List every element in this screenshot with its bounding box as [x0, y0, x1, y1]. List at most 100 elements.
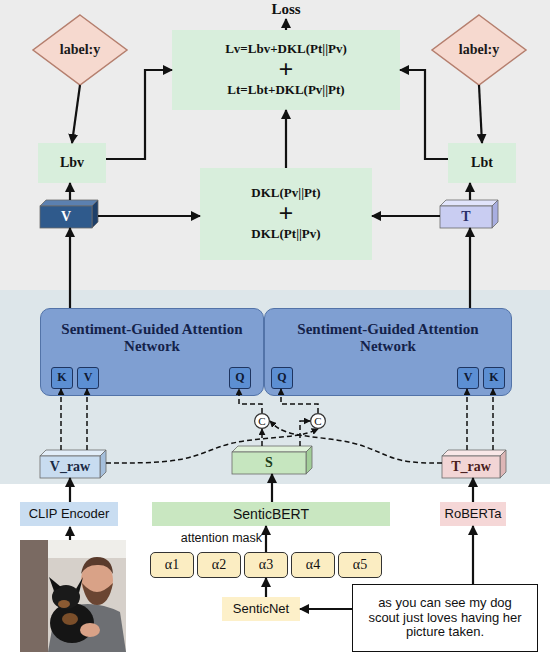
- encoder-box: RoBERTa: [440, 502, 506, 526]
- attention-weight-box: α2: [197, 552, 241, 578]
- node-text: Lbv: [60, 155, 84, 171]
- node-text: as you can see my dog scout just loves h…: [361, 596, 529, 641]
- connector: [106, 70, 172, 159]
- node-text-group: DKL(Pv||Pt)+DKL(Pt||Pv): [200, 168, 372, 260]
- cuboid-top: [440, 200, 498, 206]
- node-text: V: [84, 371, 93, 385]
- cuboid-front: [232, 452, 306, 474]
- image-arrow: [69, 527, 71, 540]
- node-text-group: SenticNet: [222, 597, 300, 621]
- node-text: V_raw: [50, 459, 90, 475]
- node-text-group: C: [310, 413, 326, 429]
- photo-hair: [81, 557, 113, 574]
- kqv-box: K: [483, 367, 505, 389]
- node-text: Q: [235, 371, 244, 385]
- concat-circle: C: [310, 413, 326, 429]
- node-text-group: Q: [230, 368, 250, 388]
- photo-dog-snout: [58, 600, 70, 608]
- photo-shirt: [48, 604, 126, 652]
- attention-weight-box: α1: [150, 552, 194, 578]
- photo-beard: [82, 583, 113, 605]
- connector: [469, 228, 471, 308]
- connector: [69, 478, 71, 502]
- node-text-group: T: [440, 200, 498, 228]
- node-text-group: S: [232, 446, 312, 474]
- node-text: label:y: [459, 42, 499, 58]
- cuboid-side: [100, 450, 106, 478]
- kqv-box: Q: [271, 367, 293, 389]
- node-text: DKL(Pt||Pv): [251, 227, 320, 242]
- photo-hand: [80, 623, 100, 637]
- connector: [265, 526, 267, 552]
- connector: [469, 183, 471, 200]
- cuboid-front: [442, 456, 500, 478]
- cuboid-front: [40, 456, 100, 478]
- connector: [472, 526, 474, 584]
- input-text-box: as you can see my dog scout just loves h…: [352, 584, 538, 652]
- fusion-band: [0, 290, 550, 484]
- node-text: Lt=Lbt+DKL(Pv||Pt): [227, 83, 344, 98]
- cuboid-front: [440, 206, 492, 228]
- cuboid-side: [492, 200, 498, 228]
- attention-network-box: Sentiment-Guided Attention NetworkK V Q: [40, 308, 264, 396]
- attention-network-box: Sentiment-Guided Attention NetworkQVK: [264, 308, 512, 396]
- node-text: α4: [306, 557, 320, 573]
- output-band: [0, 0, 550, 290]
- node-text: α2: [212, 557, 226, 573]
- kqv-box: K: [51, 367, 73, 389]
- node-text-group: Lv=Lbv+DKL(Pt||Pv)+Lt=Lbt+DKL(Pv||Pt): [172, 30, 400, 110]
- node-text-group: Lbv: [38, 143, 106, 183]
- node-text-group: label:y: [432, 15, 526, 85]
- node-text-group: V_raw: [40, 450, 106, 478]
- photo-dog-body: [50, 603, 94, 643]
- kqv-box: Q: [229, 367, 251, 389]
- node-text-group: SenticBERT: [152, 502, 390, 526]
- connector: [466, 389, 468, 450]
- circle-shape: [255, 414, 270, 429]
- node-text-group: label:y: [33, 15, 127, 85]
- node-text: SenticBERT: [233, 506, 309, 522]
- connector: [86, 389, 88, 450]
- node-text-group: α1: [151, 553, 193, 577]
- node-text: SenticNet: [233, 602, 289, 617]
- node-text-group: V: [78, 368, 98, 388]
- connector: [98, 215, 200, 217]
- photo-dog-chest: [62, 613, 78, 625]
- connector: [400, 70, 448, 159]
- cuboid-side: [92, 200, 98, 228]
- node-text: label:y: [60, 42, 100, 58]
- node-text: C: [258, 415, 265, 428]
- node-text: +: [279, 201, 294, 227]
- node-text-group: α4: [292, 553, 334, 577]
- figure-label: Loss: [236, 1, 336, 18]
- connector: [492, 389, 494, 450]
- node-text: Sentiment-Guided Attention Network: [49, 321, 255, 356]
- feature-cuboid: V_raw: [40, 450, 106, 478]
- node-text: Lbt: [471, 155, 493, 171]
- circle-shape: [311, 414, 326, 429]
- cuboid-side: [306, 446, 312, 474]
- node-text: K: [489, 371, 498, 385]
- node-text-group: CLIP Encoder: [20, 502, 118, 526]
- node-text: K: [57, 371, 66, 385]
- connector: [285, 110, 287, 168]
- node-text-group: α5: [339, 553, 381, 577]
- node-text-group: V: [40, 200, 98, 228]
- attention-weight-box: α4: [291, 552, 335, 578]
- cuboid-top: [442, 450, 506, 456]
- node-text-group: RoBERTa: [440, 502, 506, 526]
- cuboid-top: [232, 446, 312, 452]
- node-text-group: K: [484, 368, 504, 388]
- connector: [60, 389, 62, 450]
- node-text: Q: [277, 371, 286, 385]
- connector: [69, 228, 71, 308]
- attention-weight-box: α5: [338, 552, 382, 578]
- attention-weight-box: α3: [244, 552, 288, 578]
- node-text-group: T_raw: [442, 450, 506, 478]
- connector: [300, 608, 352, 610]
- feature-cuboid: T_raw: [442, 450, 506, 478]
- cuboid-top: [40, 450, 106, 456]
- node-text: T: [461, 209, 470, 225]
- feature-cuboid: S: [232, 446, 312, 474]
